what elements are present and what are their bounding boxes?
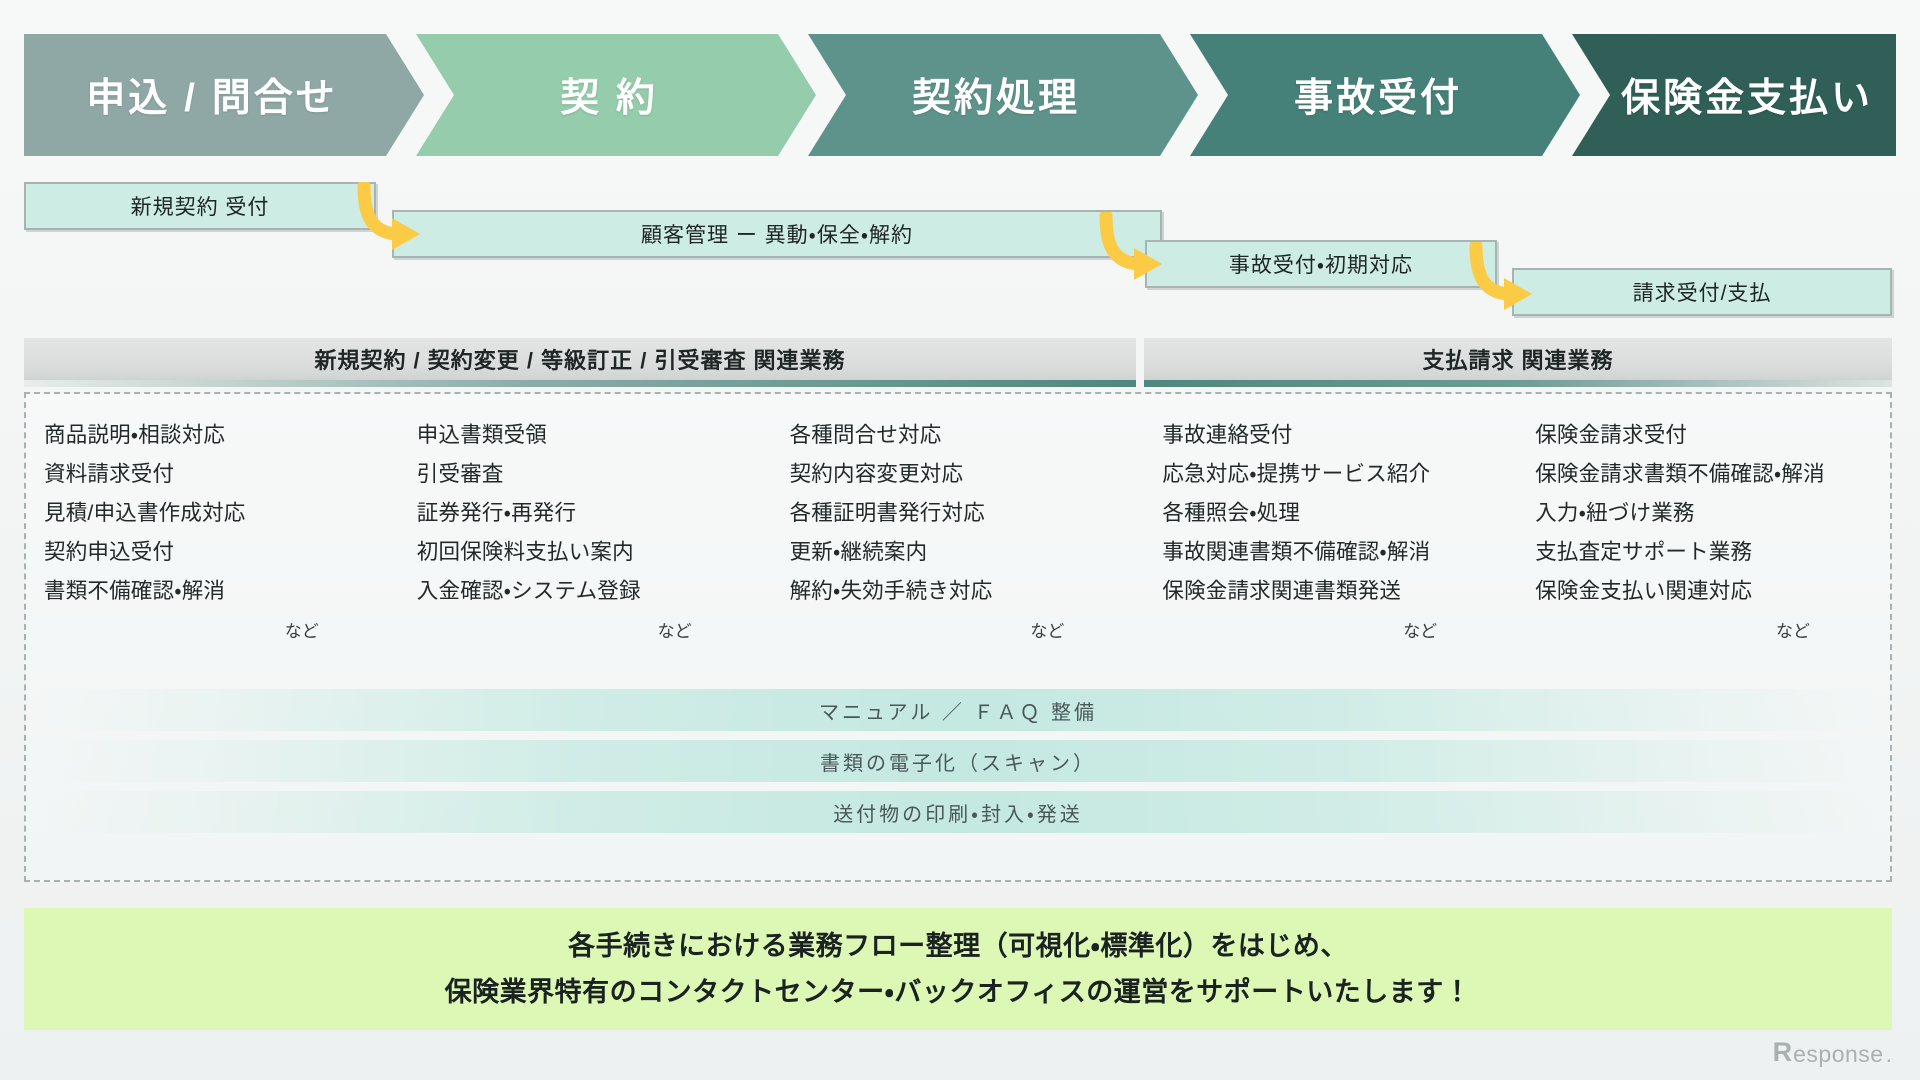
task-item: 各種証明書発行対応 — [789, 501, 985, 525]
summary-message-banner: 各手続きにおける業務フロー整理（可視化・標準化）をはじめ、 保険業界特有のコンタ… — [24, 908, 1892, 1030]
task-columns: 商品説明・相談対応 資料請求受付 見積/申込書作成対応 契約申込受付 書類不備確… — [26, 416, 1890, 642]
step-box-new-contract-intake[interactable]: 新規契約 受付 — [24, 182, 376, 230]
task-item: 支払査定サポート業務 — [1535, 540, 1753, 564]
task-item: 保険金請求受付 — [1535, 423, 1688, 447]
task-item: 初回保険料支払い案内 — [416, 540, 634, 564]
task-item: 応急対応・提携サービス紹介 — [1162, 462, 1431, 486]
task-etc-label: など — [284, 622, 319, 641]
task-list: 保険金請求受付 保険金請求書類不備確認・解消 入力・紐づけ業務 支払査定サポート… — [1535, 416, 1890, 611]
summary-message-line-2: 保険業界特有のコンタクトセンター・バックオフィスの運営をサポートいたします！ — [444, 977, 1472, 1007]
phase-label: 事故受付 — [1293, 77, 1462, 120]
task-item: 更新・継続案内 — [789, 540, 928, 564]
task-item: 保険金支払い関連対応 — [1535, 579, 1753, 603]
task-list: 商品説明・相談対応 資料請求受付 見積/申込書作成対応 契約申込受付 書類不備確… — [44, 416, 399, 611]
step-box-claim-intake-payment[interactable]: 請求受付/支払 — [1512, 268, 1892, 316]
section-banner-contract-related: 新規契約 / 契約変更 / 等級訂正 / 引受審査 関連業務 — [24, 338, 1136, 387]
phase-chevron-contract-processing[interactable]: 契約処理 — [808, 34, 1198, 156]
task-item: 入力・紐づけ業務 — [1535, 501, 1695, 525]
step-label: 請求受付/支払 — [1632, 282, 1772, 305]
task-column-application: 商品説明・相談対応 資料請求受付 見積/申込書作成対応 契約申込受付 書類不備確… — [26, 416, 399, 642]
task-item: 証券発行・再発行 — [416, 501, 577, 525]
task-column-claim-payment: 保険金請求受付 保険金請求書類不備確認・解消 入力・紐づけ業務 支払査定サポート… — [1517, 416, 1890, 642]
task-item: 各種照会・処理 — [1162, 501, 1301, 525]
shared-service-label: 書類の電子化（スキャン） — [820, 752, 1096, 775]
phase-label: 申込 / 問合せ — [86, 77, 338, 120]
response-logo: R esponse . — [1773, 1039, 1892, 1066]
summary-message-line-1: 各手続きにおける業務フロー整理（可視化・標準化）をはじめ、 — [568, 931, 1348, 961]
phase-chevron-application[interactable]: 申込 / 問合せ — [24, 34, 424, 156]
task-item: 見積/申込書作成対応 — [44, 501, 246, 525]
task-item: 契約申込受付 — [44, 540, 175, 564]
phase-label: 契 約 — [560, 77, 658, 120]
task-list: 各種問合せ対応 契約内容変更対応 各種証明書発行対応 更新・継続案内 解約・失効… — [790, 416, 1145, 611]
logo-wordmark: esponse — [1793, 1041, 1884, 1067]
step-label: 事故受付・初期対応 — [1228, 254, 1414, 277]
section-banner-label: 支払請求 関連業務 — [1422, 348, 1614, 373]
shared-service-bar-print-mailing: 送付物の印刷・封入・発送 — [40, 791, 1876, 833]
shared-service-bar-manual-faq: マニュアル ／ ＦＡＱ 整備 — [40, 689, 1876, 731]
task-etc-label: など — [1030, 622, 1065, 641]
task-item: 解約・失効手続き対応 — [789, 579, 993, 603]
step-label: 新規契約 受付 — [130, 196, 270, 219]
shared-service-bar-digitization: 書類の電子化（スキャン） — [40, 740, 1876, 782]
phase-chevron-accident-intake[interactable]: 事故受付 — [1190, 34, 1580, 156]
step-box-customer-management[interactable]: 顧客管理 ー 異動・保全・解約 — [392, 210, 1162, 258]
task-item: 保険金請求書類不備確認・解消 — [1535, 462, 1825, 486]
section-banner-label: 新規契約 / 契約変更 / 等級訂正 / 引受審査 関連業務 — [314, 348, 846, 373]
step-label: 顧客管理 ー 異動・保全・解約 — [641, 224, 913, 247]
task-list: 申込書類受領 引受審査 証券発行・再発行 初回保険料支払い案内 入金確認・システ… — [417, 416, 772, 611]
task-item: 事故関連書類不備確認・解消 — [1162, 540, 1431, 564]
task-item: 契約内容変更対応 — [789, 462, 964, 486]
task-item: 申込書類受領 — [416, 423, 547, 447]
task-item: 引受審査 — [416, 462, 504, 486]
phase-chevron-contract[interactable]: 契 約 — [416, 34, 816, 156]
task-etc-label: など — [657, 622, 692, 641]
shared-service-label: マニュアル ／ ＦＡＱ 整備 — [818, 701, 1098, 724]
task-etc-label: など — [1775, 622, 1810, 641]
task-item: 資料請求受付 — [44, 462, 175, 486]
logo-dot: . — [1885, 1041, 1892, 1067]
phase-label: 契約処理 — [911, 77, 1080, 120]
phase-label: 保険金支払い — [1620, 77, 1873, 120]
logo-mark: R — [1772, 1037, 1792, 1067]
task-list: 事故連絡受付 応急対応・提携サービス紹介 各種照会・処理 事故関連書類不備確認・… — [1162, 416, 1517, 611]
task-column-accident-intake: 事故連絡受付 応急対応・提携サービス紹介 各種照会・処理 事故関連書類不備確認・… — [1144, 416, 1517, 642]
task-etc-label: など — [1403, 622, 1438, 641]
phase-chevron-row: 申込 / 問合せ 契 約 契約処理 事故受付 保険金支払い — [24, 34, 1896, 156]
task-item: 入金確認・システム登録 — [416, 579, 641, 603]
task-panel: 商品説明・相談対応 資料請求受付 見積/申込書作成対応 契約申込受付 書類不備確… — [24, 392, 1892, 882]
task-item: 事故連絡受付 — [1162, 423, 1293, 447]
phase-chevron-claim-payment[interactable]: 保険金支払い — [1572, 34, 1896, 156]
step-box-accident-intake[interactable]: 事故受付・初期対応 — [1145, 240, 1497, 288]
task-column-contract-processing: 各種問合せ対応 契約内容変更対応 各種証明書発行対応 更新・継続案内 解約・失効… — [772, 416, 1145, 642]
shared-service-label: 送付物の印刷・封入・発送 — [833, 803, 1083, 826]
task-column-contract: 申込書類受領 引受審査 証券発行・再発行 初回保険料支払い案内 入金確認・システ… — [399, 416, 772, 642]
task-item: 商品説明・相談対応 — [44, 423, 226, 447]
task-item: 保険金請求関連書類発送 — [1162, 579, 1402, 603]
task-item: 書類不備確認・解消 — [44, 579, 226, 603]
section-banner-claim-related: 支払請求 関連業務 — [1144, 338, 1892, 387]
task-item: 各種問合せ対応 — [789, 423, 942, 447]
shared-service-bars: マニュアル ／ ＦＡＱ 整備 書類の電子化（スキャン） 送付物の印刷・封入・発送 — [40, 689, 1876, 842]
